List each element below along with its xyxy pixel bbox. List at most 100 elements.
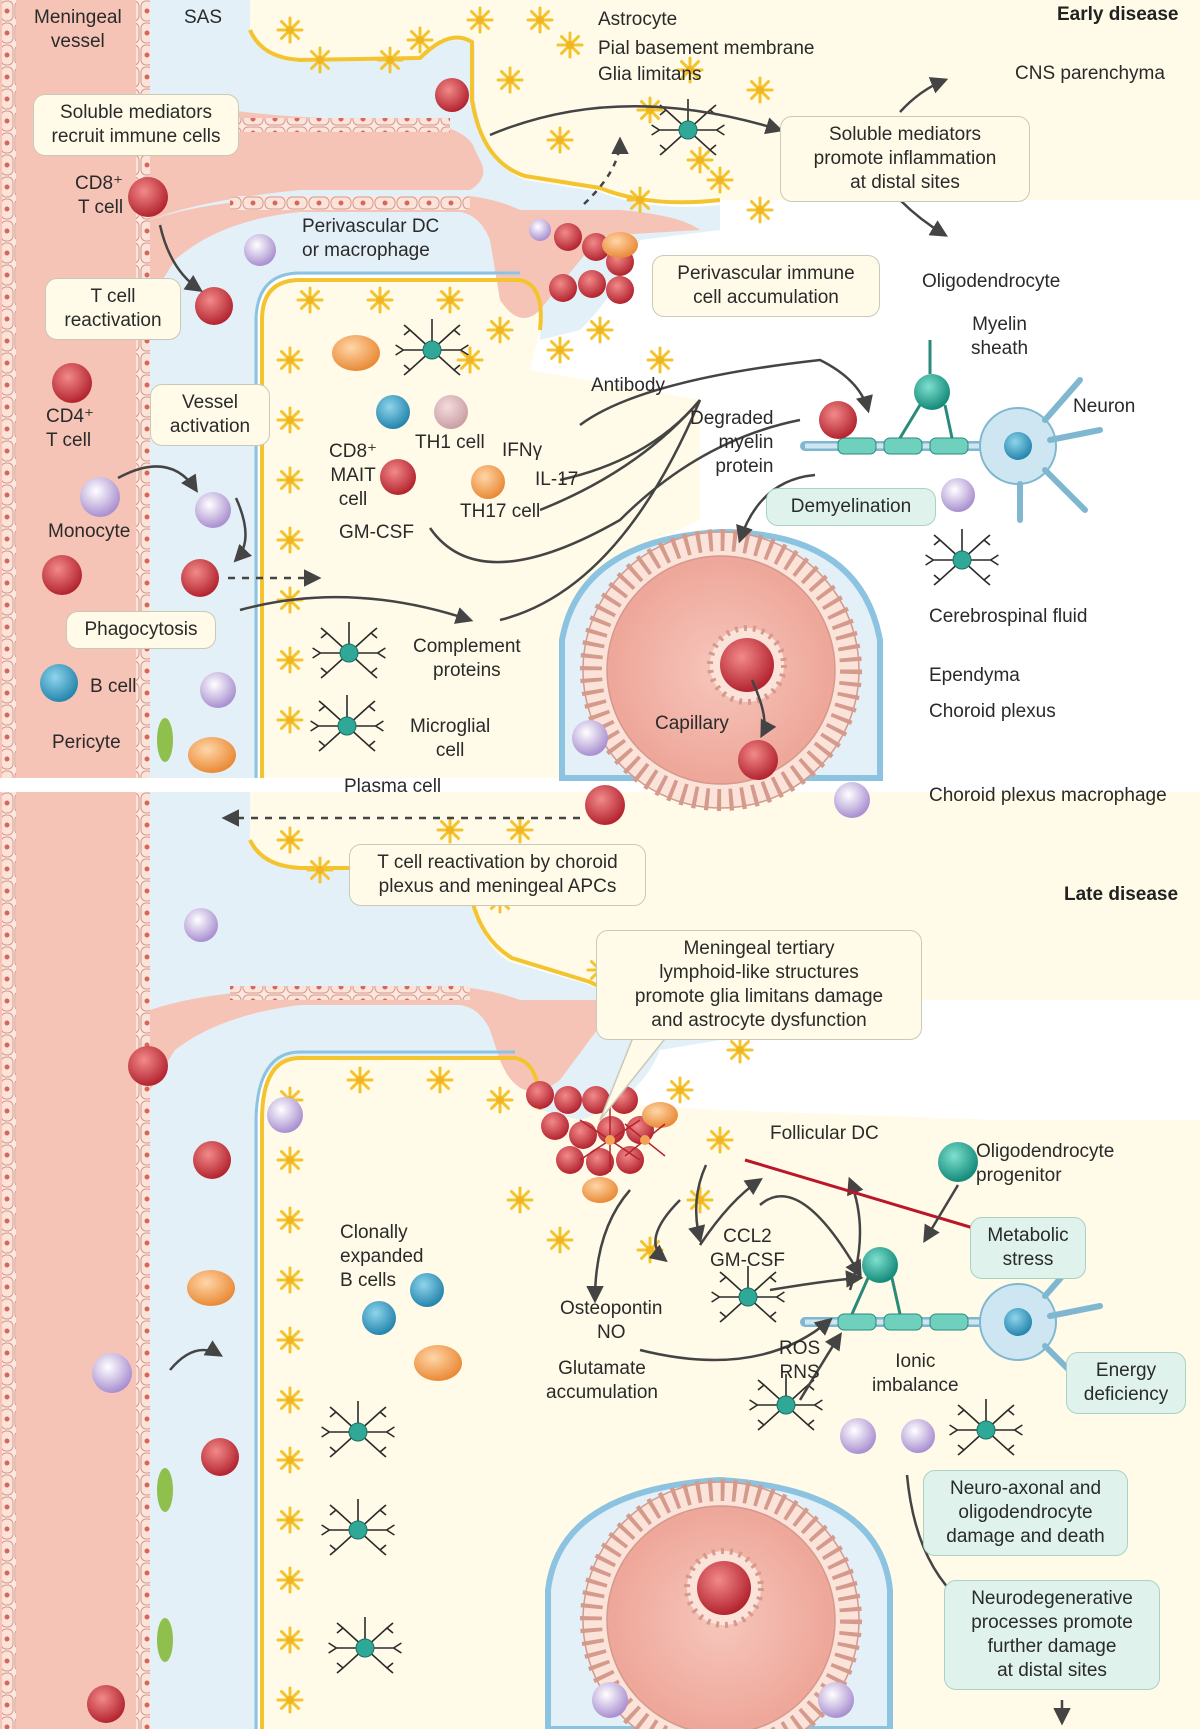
astrocyte-icon (276, 646, 304, 674)
opc-cell (938, 1142, 978, 1182)
astrocyte-icon (686, 1186, 714, 1214)
label-cp-macrophage: Choroid plexus macrophage (929, 785, 1167, 806)
flow-arrows (117, 77, 1071, 1726)
box-t-reactivation-cp: T cell reactivation by choroid plexus an… (349, 844, 646, 906)
astrocyte-icon (556, 31, 584, 59)
astrocyte-icon (276, 1146, 304, 1174)
panel-title-late: Late disease (1064, 884, 1179, 905)
astrocyte-icon (276, 16, 304, 44)
vessel-branch-wall-late (230, 986, 470, 1000)
neuron-early (800, 340, 1103, 523)
oligodendrocyte-body (914, 374, 950, 410)
astrocyte-icon (666, 1076, 694, 1104)
vessel-wall-right-late (136, 792, 150, 1729)
label-clonal-b: Clonally expanded B cells (340, 1222, 424, 1291)
microglia-field (310, 99, 1023, 1674)
box-demyelination: Demyelination (766, 488, 936, 526)
microglia-icon (711, 1266, 785, 1323)
label-choroid-plexus: Choroid plexus (929, 701, 1056, 722)
tertiary-lymphoid-late (526, 1081, 678, 1203)
label-th1-cell: TH1 cell (415, 432, 485, 453)
box-phagocytosis: Phagocytosis (66, 611, 216, 649)
box-vessel-activation: Vessel activation (150, 384, 270, 446)
astrocyte-icon (676, 56, 704, 84)
neuron-late (800, 1142, 1103, 1389)
astrocyte-icon (586, 316, 614, 344)
astrocyte-icon (526, 6, 554, 34)
box-soluble-recruit: Soluble mediators recruit immune cells (33, 94, 239, 156)
label-degraded-myelin: Degraded myelin protein (690, 408, 774, 477)
astrocyte-icon (486, 316, 514, 344)
label-cd8-mait: CD8⁺ MAIT cell (329, 441, 378, 510)
label-csf: Cerebrospinal fluid (929, 606, 1088, 627)
label-plasma-cell: Plasma cell (344, 776, 442, 797)
label-cns-parenchyma: CNS parenchyma (1015, 63, 1165, 84)
microglia-icon (749, 1374, 823, 1431)
astrocyte-icon (626, 186, 654, 214)
microglia-icon (651, 99, 725, 156)
vessel-branch-wall-2 (230, 196, 470, 210)
box-metabolic: Metabolic stress (970, 1217, 1086, 1279)
label-ifn: IFNγ (502, 440, 543, 461)
microglia-icon (949, 1399, 1023, 1456)
astrocyte-icon (276, 706, 304, 734)
astrocyte-icon (506, 1186, 534, 1214)
astrocyte-icon (726, 1036, 754, 1064)
astrocyte-icon (296, 286, 324, 314)
astrocyte-icon (486, 1086, 514, 1114)
astrocyte-icon (306, 46, 334, 74)
label-meningeal-vessel: Meningeal vessel (34, 7, 122, 52)
capillary-t-cell (738, 740, 778, 780)
astrocyte-icon (406, 26, 434, 54)
label-follicular-dc: Follicular DC (770, 1123, 879, 1144)
myelin-segment (837, 437, 877, 455)
box-neuroaxonal: Neuro-axonal and oligodendrocyte damage … (923, 1470, 1128, 1556)
astrocyte-icon (456, 346, 484, 374)
astrocyte-icon (426, 1066, 454, 1094)
label-ccl2: CCL2 GM-CSF (710, 1226, 785, 1271)
astrocyte-icon (276, 1506, 304, 1534)
label-glutamate: Glutamate accumulation (546, 1358, 658, 1403)
astrocyte-icon (436, 816, 464, 844)
label-complement: Complement proteins (413, 636, 521, 681)
label-ros: ROS RNS (779, 1338, 821, 1383)
astrocyte-icon (746, 196, 774, 224)
astrocyte-icon (706, 166, 734, 194)
myelin-segment (883, 437, 923, 455)
microglia-icon (312, 622, 386, 679)
astrocyte-icon (506, 816, 534, 844)
astrocyte-icon (746, 76, 774, 104)
box-soluble-distal: Soluble mediators promote inflammation a… (780, 116, 1030, 202)
vessel-wall-left-early (2, 0, 16, 778)
label-osteopontin: Osteopontin NO (560, 1298, 663, 1343)
pial-membrane-late (254, 1050, 515, 1729)
astrocyte-icon (276, 1446, 304, 1474)
label-astrocyte: Astrocyte (598, 9, 678, 30)
microglia-icon (925, 529, 999, 586)
astrocyte-icon (466, 6, 494, 34)
label-oligodendrocyte: Oligodendrocyte (922, 271, 1061, 292)
vessel-branch-late (150, 988, 700, 1092)
astrocyte-icon (546, 1226, 574, 1254)
ependyma-ring (580, 529, 862, 811)
meningeal-vessel-late (0, 792, 150, 1729)
astrocyte-icon (276, 1326, 304, 1354)
microglia-icon (310, 695, 384, 752)
box-tertiary: Meningeal tertiary lymphoid-like structu… (596, 930, 922, 1040)
label-ependyma: Ependyma (929, 665, 1020, 686)
glia-limitans-early (260, 278, 543, 778)
astrocyte-icon (276, 1626, 304, 1654)
box-t-reactivation: T cell reactivation (45, 278, 181, 340)
label-microglial-cell: Microglial cell (410, 716, 491, 761)
astrocyte-icon (366, 286, 394, 314)
label-gmcsf: GM-CSF (339, 522, 414, 543)
label-monocyte: Monocyte (48, 521, 131, 542)
astrocyte-icon (276, 1686, 304, 1714)
label-glia-limitans: Glia limitans (598, 64, 702, 85)
astrocyte-icon (346, 1066, 374, 1094)
astrocyte-icon (276, 1266, 304, 1294)
label-cd8-t-cell: CD8⁺ T cell (75, 173, 124, 218)
microglia-icon (321, 1499, 395, 1556)
label-il17: IL-17 (535, 469, 579, 490)
microglia-icon (395, 319, 469, 376)
